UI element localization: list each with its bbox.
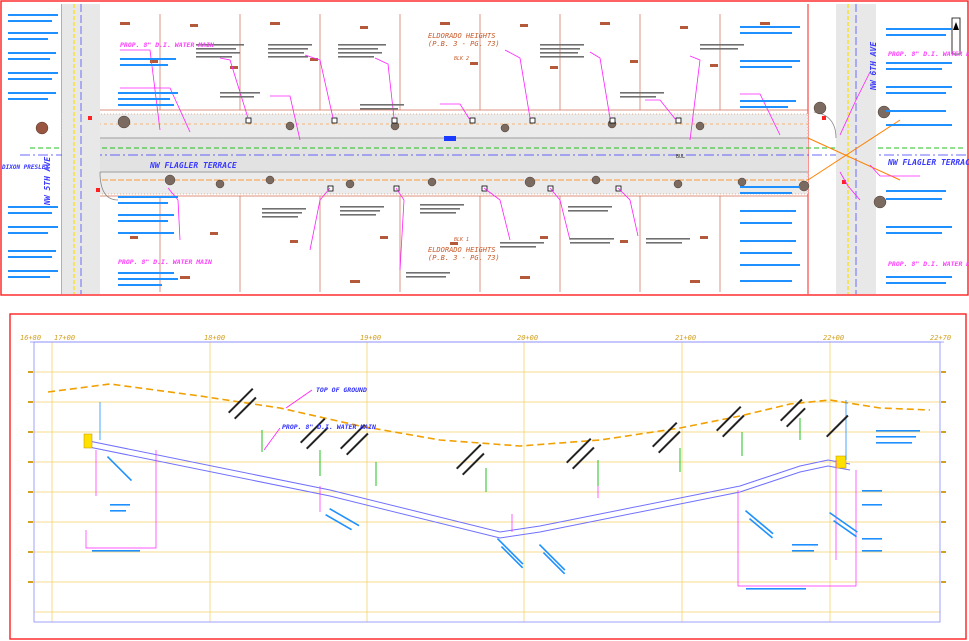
vehicle [444, 136, 456, 141]
profile-grid-major [34, 342, 940, 622]
structures [120, 22, 770, 283]
cross-street-left-label: NW 5TH AVE [43, 157, 52, 206]
street-name-main: NW FLAGLER TERRACE [149, 161, 237, 170]
block-south-label: BLK 1 [454, 237, 469, 243]
lot-lines-north [62, 14, 808, 111]
station-label: 20+00 [517, 334, 538, 342]
hydrant-markers [88, 116, 846, 192]
callout-leaders [120, 49, 920, 271]
water-main-callout-left-top: PROP. 8" D.I. WATER MAIN [120, 41, 214, 49]
water-main-callout-left-bottom: PROP. 8" D.I. WATER MAIN [118, 258, 212, 266]
top-of-ground-line [47, 383, 931, 447]
block-north-label: BLK 2 [454, 56, 469, 62]
annotation-blocks-gray [196, 44, 744, 278]
profile-border [9, 313, 967, 640]
plan-view: NW FLAGLER TERRACE NW FLAGLER TERRACE DI… [0, 0, 969, 296]
profile-frame [33, 341, 941, 623]
top-of-ground-label: TOP OF GROUND [316, 386, 367, 394]
crossing-main-right-2 [807, 119, 901, 181]
profile-view: 16+80 17+00 18+00 19+00 20+00 21+00 22+0… [9, 313, 967, 640]
station-label: 18+00 [204, 334, 225, 342]
water-main-leader [263, 427, 281, 451]
lot-lines-south [62, 195, 808, 292]
crossing-callouts [92, 430, 920, 590]
station-label: 19+00 [360, 334, 381, 342]
subdivision-north-name: ELDORADO HEIGHTS [428, 32, 495, 40]
north-arrow-tip [953, 22, 959, 30]
baseline-tag: BUL [676, 154, 685, 160]
crossing-main-right [807, 137, 901, 181]
subdivision-south-ref: (P.B. 3 - PG. 73) [428, 254, 500, 262]
cross-street-right-label: NW 6TH AVE [869, 42, 878, 91]
water-main-callout-right-bottom: PROP. 8" D.I. WATER MAIN [888, 260, 969, 268]
station-label: 22+00 [823, 334, 844, 342]
street-name-right: NW FLAGLER TERRACE [887, 158, 969, 167]
tree-symbols [35, 101, 891, 209]
north-arrow-icon [951, 17, 961, 55]
station-label: 21+00 [675, 334, 696, 342]
top-of-ground-leader [285, 389, 313, 409]
station-label: 17+00 [54, 334, 75, 342]
plan-border [0, 0, 969, 296]
subdivision-north-ref: (P.B. 3 - PG. 73) [428, 40, 500, 48]
annotation-blocks-blue [8, 14, 952, 286]
service-callout-text [228, 387, 849, 476]
station-label: 16+80 [20, 334, 41, 342]
water-main-profile-bottom [83, 445, 851, 539]
elevation-ticks [28, 371, 946, 583]
curb-return-ne [813, 111, 837, 139]
service-callouts [261, 418, 801, 492]
station-label: 22+70 [930, 334, 951, 342]
water-main-callout-right-top: PROP. 8" D.I. WATER MAIN [888, 50, 969, 58]
tie-in-right [835, 455, 847, 469]
side-street-left-label: DIXON PRESLEY [1, 164, 49, 171]
curb-return-sw [99, 171, 119, 201]
water-main-profile-label: PROP. 8" D.I. WATER MAIN [282, 423, 376, 431]
tie-in-left [83, 433, 93, 449]
subdivision-south-name: ELDORADO HEIGHTS [428, 246, 495, 254]
water-main-profile [83, 439, 851, 533]
dimension-bars [85, 450, 857, 587]
